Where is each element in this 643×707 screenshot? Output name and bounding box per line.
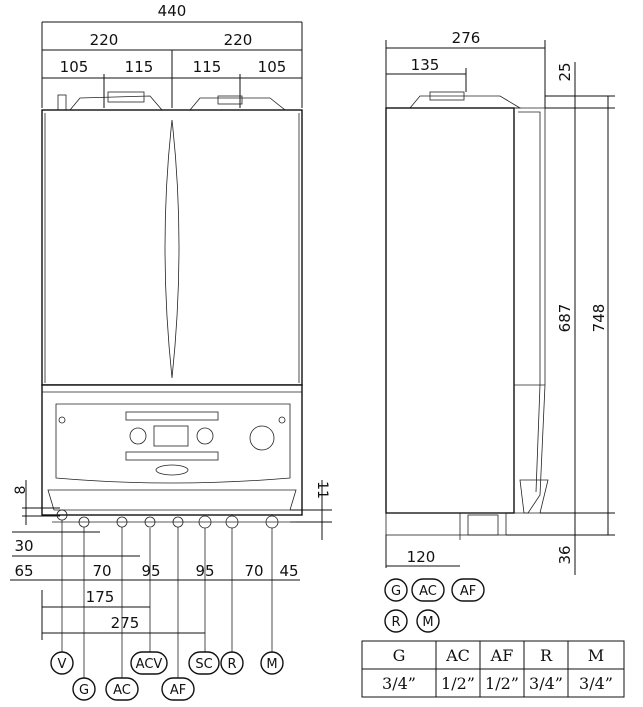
dim-seg-1: 105 bbox=[60, 58, 89, 76]
table-value-AF: 1/2” bbox=[485, 674, 519, 693]
front-casing bbox=[41, 109, 303, 386]
dim-11: 11 bbox=[314, 481, 330, 499]
connection-labels-row1: V ACV SC R M bbox=[50, 651, 284, 675]
dim-seg-2: 115 bbox=[125, 58, 154, 76]
side-view: 276 135 25 687 748 36 120 bbox=[385, 29, 615, 575]
front-top-dimensions: 440 220 220 105 115 115 105 bbox=[41, 2, 303, 108]
dim-95a: 95 bbox=[141, 562, 160, 580]
dim-half-right: 220 bbox=[224, 31, 253, 49]
dim-275: 275 bbox=[111, 614, 140, 632]
side-bottom-base bbox=[385, 512, 507, 536]
side-casing bbox=[385, 107, 515, 514]
label-ACV: ACV bbox=[136, 657, 163, 672]
table-header-M: M bbox=[588, 646, 604, 665]
brand-logo-icon bbox=[155, 464, 189, 476]
table-value-AC: 1/2” bbox=[441, 674, 475, 693]
legend-AC: AC bbox=[419, 584, 437, 599]
dim-748: 748 bbox=[590, 304, 608, 333]
control-panel bbox=[55, 403, 291, 484]
table-value-R: 3/4” bbox=[529, 674, 563, 693]
dim-95b: 95 bbox=[195, 562, 214, 580]
screw-icon bbox=[278, 416, 286, 424]
front-side-offsets: 8 11 bbox=[13, 480, 332, 540]
label-SC: SC bbox=[195, 657, 212, 672]
table-header-G: G bbox=[393, 646, 406, 665]
dim-135: 135 bbox=[411, 56, 440, 74]
table-header-R: R bbox=[540, 646, 553, 665]
dim-175: 175 bbox=[86, 588, 115, 606]
front-panel-emboss bbox=[164, 119, 180, 379]
display-strip-bottom bbox=[125, 451, 219, 461]
label-R: R bbox=[227, 657, 236, 672]
dim-25: 25 bbox=[556, 62, 574, 81]
label-V: V bbox=[58, 657, 67, 672]
side-flue-fitting bbox=[409, 95, 522, 109]
table-header-AF: AF bbox=[490, 646, 514, 665]
knob-left-icon bbox=[129, 427, 147, 445]
dim-36: 36 bbox=[556, 545, 574, 564]
dim-overall-width: 440 bbox=[158, 2, 187, 20]
display-screen bbox=[153, 425, 189, 447]
dim-half-left: 220 bbox=[90, 31, 119, 49]
connection-labels-row2: G AC AF bbox=[72, 677, 195, 701]
bottom-spacing: 65 70 95 95 70 45 bbox=[10, 562, 300, 581]
dim-70b: 70 bbox=[244, 562, 263, 580]
label-AC: AC bbox=[113, 683, 131, 698]
pressure-gauge-icon bbox=[249, 425, 275, 451]
screw-icon bbox=[58, 416, 66, 424]
dim-276: 276 bbox=[452, 29, 481, 47]
connection-row bbox=[52, 509, 296, 678]
dim-687: 687 bbox=[556, 304, 574, 333]
table-header-AC: AC bbox=[445, 646, 470, 665]
legend-AF: AF bbox=[460, 584, 476, 599]
front-lower-casing bbox=[41, 384, 303, 516]
legend-M: M bbox=[422, 615, 433, 630]
front-view: 440 220 220 105 115 115 105 bbox=[10, 2, 332, 701]
dim-70a: 70 bbox=[92, 562, 111, 580]
display-strip-top bbox=[125, 411, 219, 421]
knob-right-icon bbox=[196, 427, 214, 445]
dim-30: 30 bbox=[14, 537, 33, 555]
dim-45: 45 bbox=[279, 562, 298, 580]
label-AF: AF bbox=[170, 683, 186, 698]
table-value-G: 3/4” bbox=[382, 674, 416, 693]
dim-120: 120 bbox=[407, 548, 436, 566]
label-G: G bbox=[79, 683, 89, 698]
connection-size-table: G AC AF R M 3/4” 1/2” 1/2” 3/4” 3/4” bbox=[361, 640, 625, 698]
label-M: M bbox=[266, 657, 277, 672]
legend-G: G bbox=[391, 584, 401, 599]
legend: G AC AF R M bbox=[384, 578, 485, 633]
dim-seg-4: 105 bbox=[258, 58, 287, 76]
dim-65: 65 bbox=[14, 562, 33, 580]
legend-R: R bbox=[391, 615, 400, 630]
dim-seg-3: 115 bbox=[193, 58, 222, 76]
table-value-M: 3/4” bbox=[579, 674, 613, 693]
dim-8: 8 bbox=[13, 486, 29, 495]
